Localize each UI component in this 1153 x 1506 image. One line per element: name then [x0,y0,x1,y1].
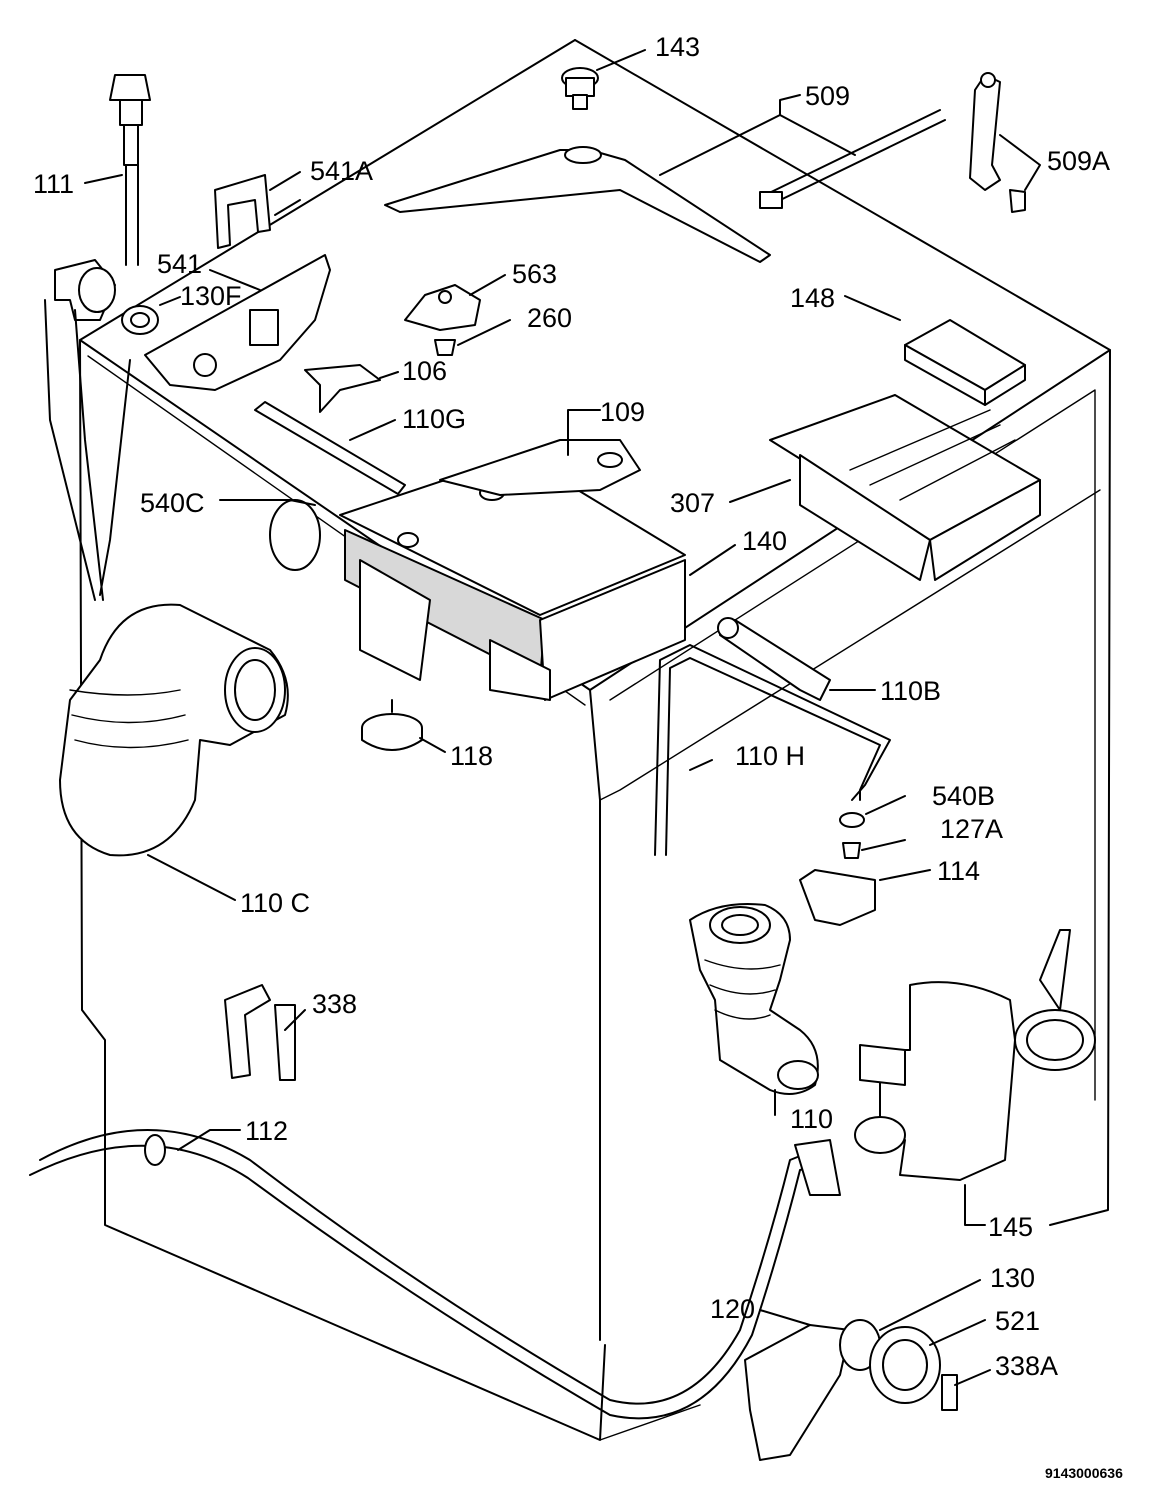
part-541a-clip [214,171,301,249]
label-140: 140 [742,526,787,556]
label-118: 118 [450,741,493,771]
part-338-clip [224,984,306,1081]
label-120: 120 [710,1294,755,1324]
part-145-pump [854,929,1096,1226]
label-540c: 540C [140,488,205,518]
label-521: 521 [995,1306,1040,1336]
part-140-dispenser-housing [339,409,736,701]
part-111-inlet-hose [84,74,151,266]
part-540c-clamp [219,499,321,571]
part-118 [361,699,446,753]
label-110b: 110B [880,676,941,706]
part-540b-127a-114 [799,795,931,926]
part-110h-hose [654,644,891,856]
label-338: 338 [312,989,357,1019]
label-338a: 338A [995,1351,1058,1381]
label-509: 509 [805,81,850,111]
label-127a: 127A [940,814,1003,844]
label-130: 130 [990,1263,1035,1293]
part-120-filter-assembly [744,1279,991,1461]
part-563-260 [404,274,511,356]
label-540b: 540B [932,781,995,811]
part-110c-bellows [59,603,289,901]
part-labels: 143 509 509A 111 541A 541 130F 563 260 1… [33,32,1123,1481]
part-509a-lever [969,72,1041,213]
label-148: 148 [790,283,835,313]
part-509-mechanism [384,94,946,263]
part-112-drain-hose [29,1129,841,1420]
part-148-cover [844,295,1026,406]
label-130f: 130F [180,281,242,311]
label-509a: 509A [1047,146,1110,176]
label-112: 112 [245,1116,288,1146]
label-260: 260 [527,303,572,333]
label-541a: 541A [310,156,373,186]
part-307-drawer [729,394,1041,581]
label-307: 307 [670,488,715,518]
label-110g: 110G [402,404,466,434]
label-145: 145 [988,1212,1033,1242]
label-143: 143 [655,32,700,62]
diagram-code: 9143000636 [1045,1465,1123,1481]
label-110: 110 [790,1104,833,1134]
part-130f-nut [121,296,181,335]
label-106: 106 [402,356,447,386]
part-541-panel [144,254,331,391]
part-106 [304,364,399,413]
part-110g-tube [254,401,406,495]
part-110-sump-hose [689,903,819,1116]
inlet-elbow [44,259,131,601]
part-110b-hose [717,617,876,701]
cabinet-outline [79,39,1111,1441]
label-110h: 110 H [735,741,805,771]
label-110c: 110 C [240,888,310,918]
label-114: 114 [937,856,980,886]
label-111: 111 [33,169,74,199]
label-541: 541 [157,249,202,279]
label-109: 109 [600,397,645,427]
part-143-knob [561,49,646,110]
label-563: 563 [512,259,557,289]
